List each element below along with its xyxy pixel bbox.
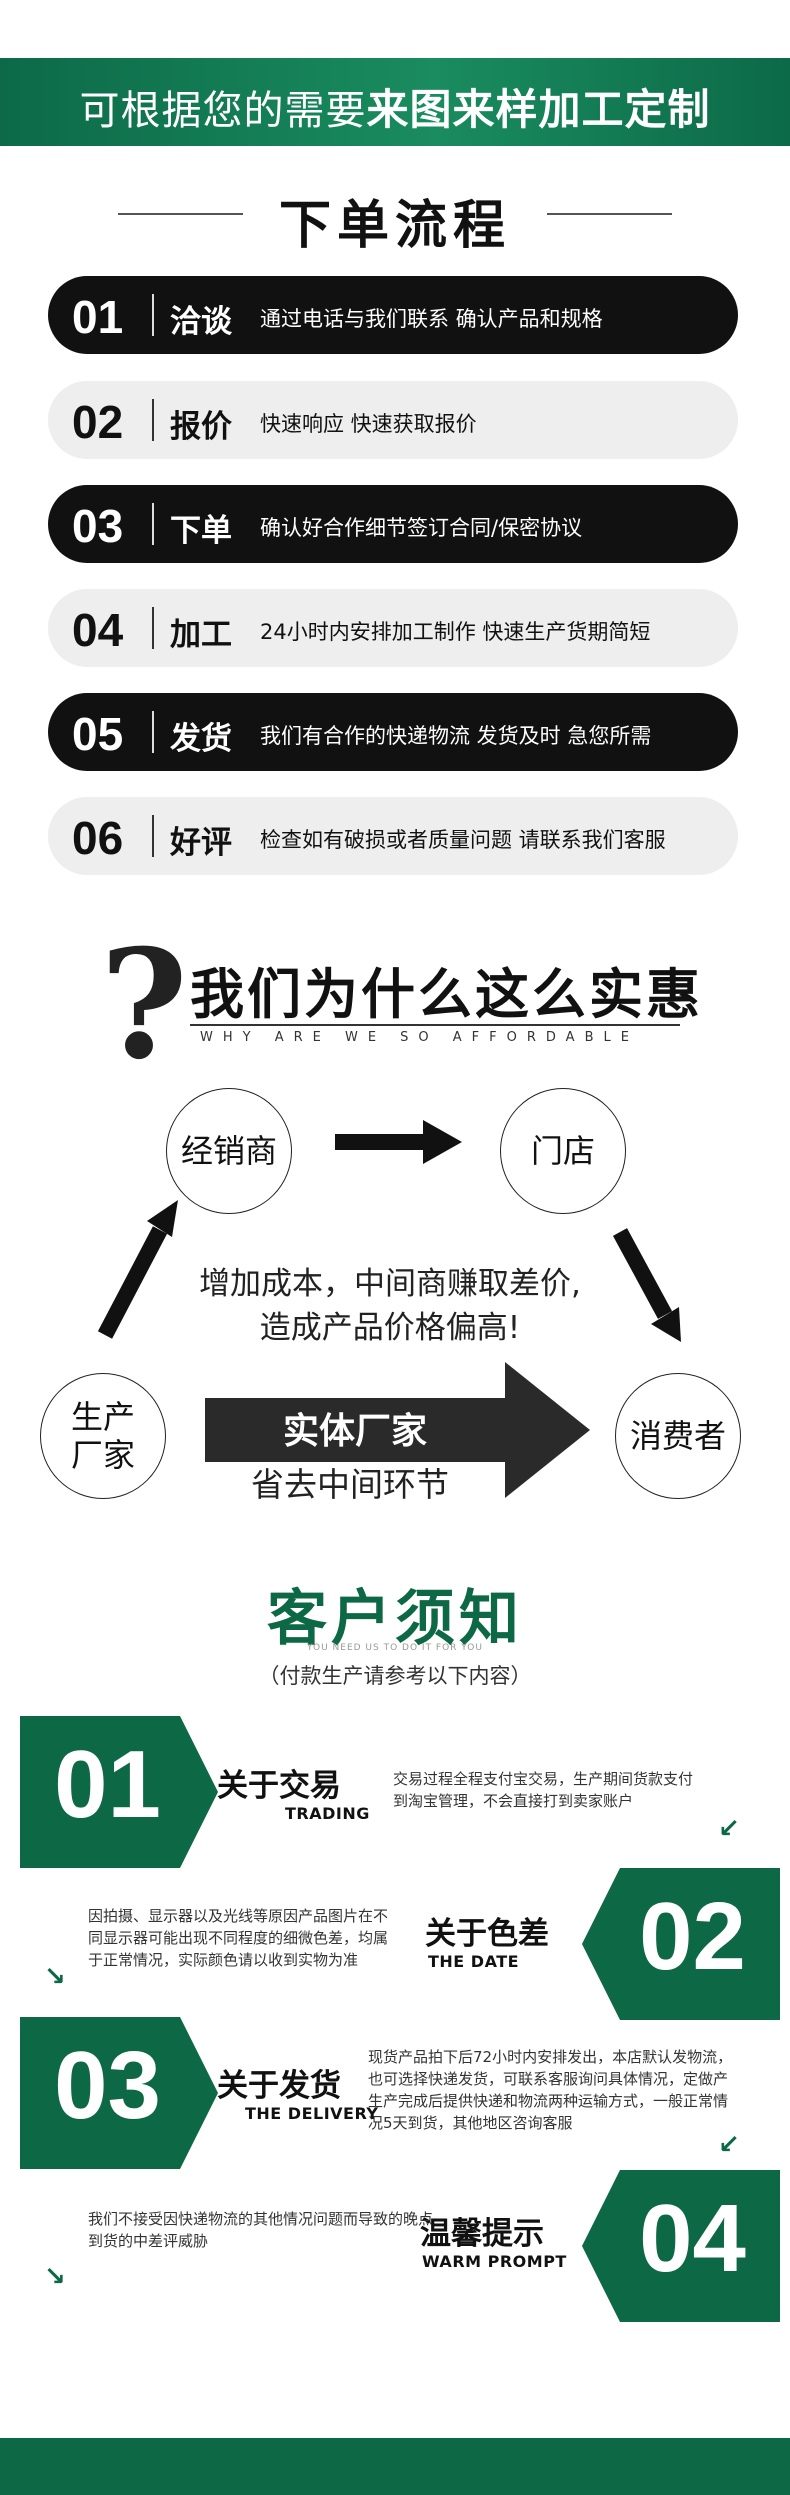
process-title-line-right: [547, 213, 672, 215]
step-divider: [152, 607, 154, 649]
dealer-label: 经销商: [180, 1131, 277, 1170]
notice-title-01: 关于交易: [217, 1768, 341, 1804]
flow-arrows-graphic: [97, 1120, 681, 1498]
process-title-line-left: [118, 213, 243, 215]
banner-prefix: 可根据您的需要: [79, 88, 367, 134]
step-name: 加工: [170, 617, 232, 653]
arrow-up-right-icon: [97, 1200, 178, 1339]
step-divider: [152, 503, 154, 545]
step-name: 好评: [170, 825, 232, 861]
store-label: 门店: [530, 1131, 595, 1170]
banner-text: 可根据您的需要来图来样加工定制: [0, 76, 790, 137]
notice-number-04: 04: [639, 2185, 746, 2292]
step-desc: 24小时内安排加工制作 快速生产货期简短: [260, 620, 651, 644]
notice-subtitle: （付款生产请参考以下内容）: [258, 1664, 532, 1688]
notice-en-03: THE DELIVERY: [245, 2104, 379, 2123]
question-mark-icon: ?: [100, 917, 188, 1093]
producer-label: 生产厂家: [71, 1398, 135, 1475]
step-number: 01: [72, 291, 124, 343]
process-step-5: 05 发货 我们有合作的快递物流 发货及时 急您所需: [48, 693, 738, 771]
step-desc: 确认好合作细节签订合同/保密协议: [260, 516, 583, 540]
step-number: 06: [72, 812, 124, 864]
store-circle: 门店: [500, 1088, 626, 1214]
consumer-label: 消费者: [629, 1416, 726, 1455]
big-arrow-right-icon: [205, 1362, 590, 1498]
step-number: 05: [72, 708, 124, 760]
process-step-4: 04 加工 24小时内安排加工制作 快速生产货期简短: [48, 589, 738, 667]
notice-number-02: 02: [639, 1883, 746, 1990]
why-subtitle: WHY ARE WE SO AFFORDABLE: [200, 1030, 639, 1045]
top-banner: 可根据您的需要来图来样加工定制: [0, 58, 790, 146]
process-step-6: 06 好评 检查如有破损或者质量问题 请联系我们客服: [48, 797, 738, 875]
notice-number-03: 03: [54, 2032, 161, 2139]
notice-text-01: 交易过程全程支付宝交易，生产期间货款支付到淘宝管理，不会直接打到卖家账户: [393, 1770, 694, 1810]
step-divider: [152, 711, 154, 753]
arrow-down-left-icon: ↙: [718, 2130, 740, 2160]
notice-title-04: 温馨提示: [420, 2216, 544, 2252]
middleman-line-2: 造成产品价格偏高!: [259, 1310, 521, 1346]
notice-badge-04: [582, 2170, 780, 2322]
producer-line-1: 生产: [70, 1397, 135, 1436]
step-divider: [152, 294, 154, 336]
middleman-line-1: 增加成本，中间商赚取差价,: [199, 1266, 581, 1302]
step-number: 02: [72, 396, 124, 448]
arrow-down-right-icon: ↘: [44, 2262, 66, 2292]
arrow-down-right-icon: [612, 1228, 681, 1342]
notice-english-caption: YOU NEED US TO DO IT FOR YOU: [307, 1643, 483, 1653]
step-number: 04: [72, 604, 124, 656]
step-name: 下单: [170, 513, 232, 549]
process-title: 下单流程: [278, 196, 511, 256]
step-desc: 快速响应 快速获取报价: [260, 412, 477, 436]
arrow-down-left-icon: ↙: [718, 1814, 740, 1844]
arrow-right-icon: [335, 1120, 462, 1164]
notice-en-02: THE DATE: [428, 1952, 520, 1971]
notice-text-02: 因拍摄、显示器以及光线等原因产品图片在不同显示器可能出现不同程度的细微色差，均属…: [88, 1907, 389, 1969]
notice-number-01: 01: [54, 1731, 161, 1838]
notice-badge-02: [582, 1868, 780, 2020]
step-desc: 我们有合作的快递物流 发货及时 急您所需: [260, 724, 652, 748]
arrow-down-right-icon: ↘: [44, 1962, 66, 1992]
notice-text-04: 我们不接受因快递物流的其他情况问题而导致的晚点到货的中差评威胁: [88, 2210, 434, 2250]
notice-en-01: TRADING: [285, 1804, 370, 1823]
factory-label: 实体厂家: [282, 1411, 427, 1452]
why-title-underline: [190, 1024, 680, 1026]
step-name: 洽谈: [170, 304, 232, 340]
step-name: 发货: [170, 721, 232, 757]
consumer-circle: 消费者: [615, 1373, 741, 1499]
step-number: 03: [72, 500, 124, 552]
notice-en-04: WARM PROMPT: [422, 2252, 567, 2271]
notice-badge-03: [20, 2017, 218, 2169]
process-step-2: 02 报价 快速响应 快速获取报价: [48, 381, 738, 459]
middleman-explanation: 增加成本，中间商赚取差价, 造成产品价格偏高!: [170, 1262, 610, 1350]
process-step-1: 01 洽谈 通过电话与我们联系 确认产品和规格: [48, 276, 738, 354]
saving-label: 省去中间环节: [251, 1465, 449, 1504]
process-step-3: 03 下单 确认好合作细节签订合同/保密协议: [48, 485, 738, 563]
step-desc: 通过电话与我们联系 确认产品和规格: [260, 307, 603, 331]
notice-title-03: 关于发货: [217, 2068, 341, 2104]
dealer-circle: 经销商: [166, 1088, 292, 1214]
banner-highlight: 来图来样加工定制: [366, 85, 711, 134]
step-divider: [152, 399, 154, 441]
notice-text-03: 现货产品拍下后72小时内安排发出，本店默认发物流，也可选择快递发货，可联系客服询…: [368, 2048, 733, 2132]
step-divider: [152, 815, 154, 857]
notice-badge-01: [20, 1716, 218, 1868]
notice-title-02: 关于色差: [425, 1916, 549, 1952]
step-name: 报价: [170, 409, 232, 445]
why-title: 我们为什么这么实惠: [190, 963, 703, 1026]
footer-bar: [0, 2438, 790, 2495]
producer-line-2: 厂家: [70, 1436, 135, 1474]
notice-title: 客户须知: [267, 1584, 523, 1654]
step-desc: 检查如有破损或者质量问题 请联系我们客服: [260, 828, 666, 852]
producer-circle: 生产厂家: [40, 1373, 166, 1499]
